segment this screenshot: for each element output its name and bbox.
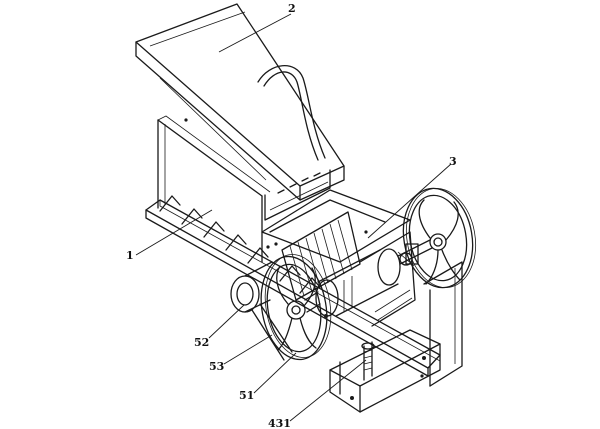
right-flywheel	[397, 187, 476, 289]
label-part-431: 431	[268, 417, 291, 429]
frame-body-panel	[157, 115, 271, 263]
leader-52	[208, 304, 245, 339]
leader-lines	[135, 13, 452, 422]
crushing-chamber	[261, 189, 416, 327]
leader-2	[218, 13, 292, 53]
leader-51	[253, 352, 297, 394]
motor-cylinder	[315, 248, 415, 317]
label-part-51: 51	[239, 389, 254, 402]
feed-hopper	[135, 3, 345, 221]
lower-adjusting-bracket	[329, 329, 441, 413]
leader-3	[367, 163, 452, 239]
part-labels: 1 2 3 52 53 51 431	[126, 2, 457, 429]
label-part-1: 1	[126, 249, 134, 262]
leader-431	[289, 359, 367, 422]
label-part-52: 52	[194, 336, 209, 349]
left-pulley-assembly	[230, 254, 332, 361]
label-part-2: 2	[288, 2, 296, 15]
leader-1	[135, 209, 213, 256]
label-part-3: 3	[449, 155, 457, 168]
right-frame-stand	[423, 261, 463, 387]
leader-53	[223, 334, 273, 365]
label-part-53: 53	[209, 360, 224, 373]
